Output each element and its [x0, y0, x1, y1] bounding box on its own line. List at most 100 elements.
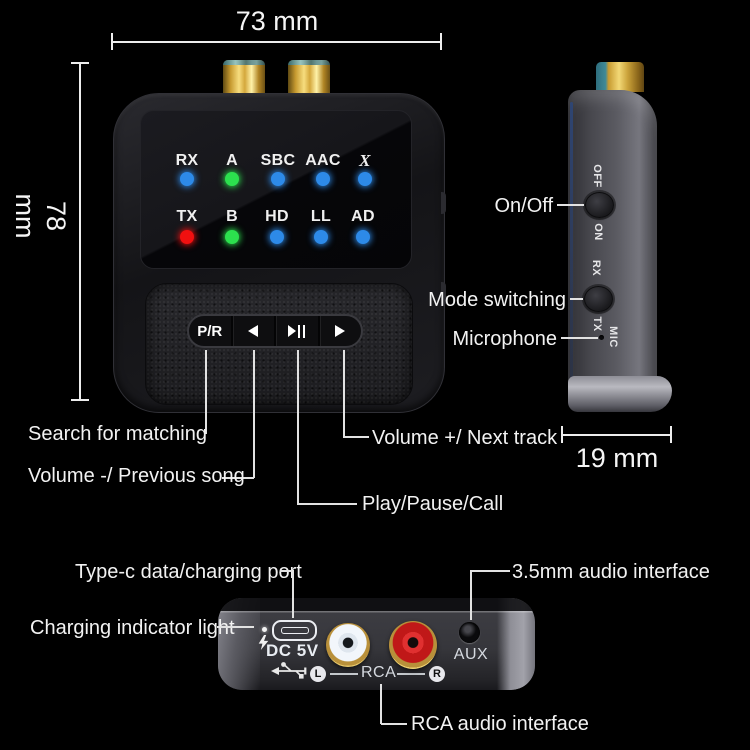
callout-line: [217, 626, 254, 628]
led-indicator: [270, 230, 284, 244]
callout-type-c-port: Type-c data/charging port: [75, 561, 302, 583]
pair-reset-button[interactable]: P/R: [189, 316, 231, 346]
rca-connector-left: [223, 60, 265, 93]
front-button-bar: P/R: [187, 314, 363, 348]
callout-line: [280, 570, 293, 572]
rca-jack-red: [389, 621, 437, 669]
led-label-rx: RX: [175, 152, 199, 169]
dimension-tick: [71, 399, 89, 401]
marking-on: ON: [592, 223, 604, 241]
device-side-view: OFF ON RX TX MIC: [568, 90, 672, 412]
aux-jack: [459, 622, 480, 643]
led-indicator: [356, 230, 370, 244]
dimension-tick: [111, 33, 113, 50]
callout-mode-switching: Mode switching: [428, 289, 566, 311]
led-label-hd: HD: [265, 208, 289, 225]
front-edge-reflection: [570, 102, 573, 388]
next-track-button[interactable]: [317, 316, 362, 346]
callout-line: [381, 723, 407, 725]
rca-connector-side: [596, 62, 644, 92]
pair-reset-label: P/R: [197, 322, 223, 340]
usb-c-port: [272, 620, 317, 641]
previous-icon: [248, 325, 259, 337]
width-dimension-label: 73 mm: [235, 6, 319, 36]
led-label-ad: AD: [351, 208, 375, 225]
callout-rca-interface: RCA audio interface: [411, 713, 589, 735]
device-bottom-view: DC 5V L RCA R AUX: [218, 598, 535, 690]
rca-jack-white: [326, 623, 370, 667]
height-dimension-line: [79, 63, 81, 400]
side-bottom-edge: [568, 376, 672, 412]
callout-volume-down: Volume -/ Previous song: [28, 465, 245, 487]
led-label-aptx: X: [359, 151, 371, 170]
callout-charging-indicator: Charging indicator light: [30, 617, 235, 639]
marking-dc-5v: DC 5V: [266, 641, 319, 660]
marking-left-channel: L: [310, 666, 326, 682]
bottom-top-edge: [218, 598, 535, 611]
dimension-tick: [670, 426, 672, 443]
side-switch-edge: [441, 282, 446, 306]
previous-track-button[interactable]: [230, 316, 275, 346]
height-dimension-label: 78 mm: [10, 193, 71, 239]
microphone-hole: [599, 335, 604, 340]
marking-right-channel: R: [429, 666, 445, 682]
next-icon: [335, 325, 346, 337]
led-indicator: [180, 230, 194, 244]
usb-c-tongue: [280, 627, 309, 634]
dimension-tick: [440, 33, 442, 50]
callout-line: [343, 350, 345, 437]
width-dimension-line: [112, 41, 442, 43]
callout-line: [470, 570, 472, 620]
power-switch[interactable]: [585, 192, 614, 218]
play-pause-button[interactable]: [274, 316, 318, 346]
mode-switch[interactable]: [584, 286, 613, 312]
callout-search-for-matching: Search for matching: [28, 423, 207, 445]
led-label-sbc: SBC: [260, 152, 296, 169]
depth-dimension-label: 19 mm: [575, 443, 659, 473]
led-indicator: [271, 172, 285, 186]
callout-play-pause-call: Play/Pause/Call: [362, 493, 504, 515]
dimension-tick: [561, 426, 563, 443]
callout-on-off: On/Off: [494, 195, 553, 217]
led-label-a: A: [226, 152, 238, 169]
callout-aux-interface: 3.5mm audio interface: [512, 561, 710, 583]
rca-connector-right: [288, 60, 330, 93]
callout-line: [570, 298, 583, 300]
led-label-b: B: [226, 208, 238, 225]
led-indicator: [358, 172, 372, 186]
callout-line: [253, 350, 255, 478]
callout-microphone: Microphone: [452, 328, 557, 350]
callout-line: [343, 436, 369, 438]
charging-indicator-led: [262, 627, 267, 632]
callout-line: [292, 570, 294, 618]
callout-line: [557, 204, 584, 206]
led-indicator: [225, 172, 239, 186]
callout-line: [297, 350, 299, 504]
led-indicator: [225, 230, 239, 244]
callout-line: [205, 350, 207, 434]
depth-dimension-line: [562, 434, 672, 436]
callout-line: [380, 684, 382, 724]
led-indicator: [314, 230, 328, 244]
lightning-icon: [258, 635, 269, 650]
callout-line: [471, 570, 510, 572]
callout-line: [561, 337, 598, 339]
led-label-tx: TX: [176, 208, 198, 225]
callout-line: [222, 477, 254, 479]
marking-mic: MIC: [607, 326, 619, 348]
led-indicator: [180, 172, 194, 186]
marking-off: OFF: [591, 164, 603, 188]
play-icon: [288, 325, 297, 337]
marking-rca: RCA: [361, 664, 397, 681]
callout-line: [297, 503, 357, 505]
led-label-ll: LL: [310, 208, 332, 225]
dimension-tick: [71, 62, 89, 64]
marking-dash: [397, 673, 425, 675]
pause-icon: [298, 324, 306, 338]
callout-volume-up: Volume +/ Next track: [372, 427, 558, 449]
led-status-panel: RX A SBC AAC X TX B HD LL AD: [140, 110, 412, 269]
side-switch-edge: [441, 192, 446, 214]
led-label-aac: AAC: [305, 152, 341, 169]
usb-icon: [271, 662, 307, 679]
